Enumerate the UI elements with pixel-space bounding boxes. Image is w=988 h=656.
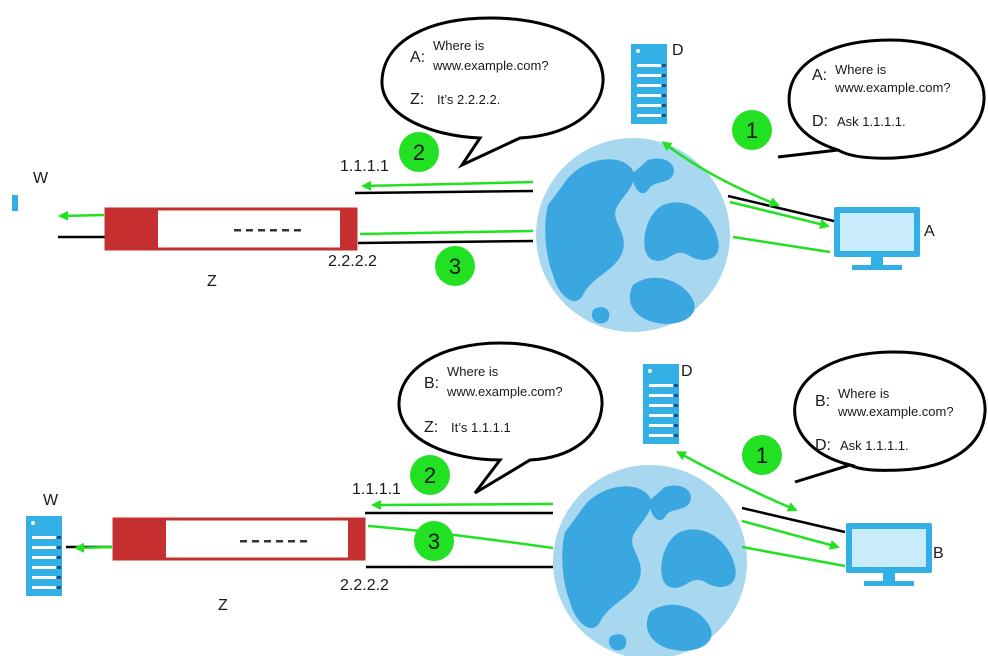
bottom-br-l1-text-b: www.example.com? bbox=[837, 404, 954, 419]
top-firewall-icon bbox=[104, 207, 358, 251]
bottom-right-speech-bubble: B: Where is www.example.com? D: Ask 1.1.… bbox=[793, 350, 987, 484]
bottom-step3-label: 3 bbox=[428, 529, 440, 554]
top-monitor-icon bbox=[834, 207, 920, 270]
top-step3-badge: 3 bbox=[435, 246, 475, 286]
bottom-bl-l1-text-b: www.example.com? bbox=[446, 384, 563, 399]
top-node-w-label: W bbox=[33, 170, 49, 187]
bottom-br-l1-text-a: Where is bbox=[838, 386, 890, 401]
bottom-bl-l2-text: It’s 1.1.1.1 bbox=[451, 420, 511, 435]
bottom-panel: D B Z W 1.1.1.1 2.2.2.2 bbox=[26, 341, 987, 656]
top-ip-lower-label: 2.2.2.2 bbox=[328, 253, 377, 270]
bottom-server-d-icon bbox=[643, 364, 679, 444]
bottom-globe-icon bbox=[553, 465, 747, 656]
bottom-monitor-icon bbox=[846, 523, 932, 586]
bottom-ip-upper-label: 1.1.1.1 bbox=[352, 481, 401, 498]
top-br-l2-speaker: D: bbox=[812, 113, 828, 130]
top-bl-l2-text: It’s 2.2.2.2. bbox=[437, 92, 500, 107]
top-br-l2-text: Ask 1.1.1.1. bbox=[837, 114, 906, 129]
bottom-step2-label: 2 bbox=[424, 463, 436, 488]
bottom-step1-label: 1 bbox=[756, 443, 768, 468]
bottom-br-l1-speaker: B: bbox=[815, 393, 830, 410]
top-step1-label: 1 bbox=[746, 118, 758, 143]
top-arrows bbox=[58, 141, 831, 254]
top-server-w-icon bbox=[12, 195, 18, 211]
top-node-d-label: D bbox=[672, 42, 684, 59]
bottom-node-d-label: D bbox=[681, 363, 693, 380]
bottom-server-w-icon bbox=[26, 516, 62, 596]
top-br-l1-speaker: A: bbox=[812, 67, 827, 84]
top-panel: D A Z W 1.1.1.1 2.2.2.2 bbox=[12, 16, 986, 332]
bottom-node-w-label: W bbox=[43, 492, 59, 509]
bottom-node-client-label: B bbox=[933, 545, 944, 562]
top-bl-l1-text-a: Where is bbox=[433, 38, 485, 53]
bottom-bl-l2-speaker: Z: bbox=[424, 419, 438, 436]
top-ip-upper-label: 1.1.1.1 bbox=[340, 158, 389, 175]
top-step1-badge: 1 bbox=[732, 110, 772, 150]
bottom-step2-badge: 2 bbox=[410, 455, 450, 495]
top-step3-label: 3 bbox=[449, 254, 461, 279]
top-bl-l2-speaker: Z: bbox=[410, 91, 424, 108]
top-node-client-label: A bbox=[924, 223, 935, 240]
top-bl-l1-speaker: A: bbox=[410, 49, 425, 66]
top-step2-label: 2 bbox=[413, 140, 425, 165]
bottom-firewall-icon bbox=[112, 517, 366, 561]
top-right-speech-bubble: A: Where is www.example.com? D: Ask 1.1.… bbox=[777, 38, 986, 160]
top-server-d-icon bbox=[631, 44, 667, 124]
bottom-br-l2-text: Ask 1.1.1.1. bbox=[840, 438, 909, 453]
top-left-speech-bubble: A: Where is www.example.com? Z: It’s 2.2… bbox=[380, 16, 605, 169]
bottom-left-speech-bubble: B: Where is www.example.com? Z: It’s 1.1… bbox=[397, 341, 604, 495]
top-bl-l1-text-b: www.example.com? bbox=[432, 58, 549, 73]
top-step2-badge: 2 bbox=[399, 132, 439, 172]
bottom-node-z-label: Z bbox=[218, 597, 228, 614]
bottom-br-l2-speaker: D: bbox=[815, 437, 831, 454]
bottom-bl-l1-text-a: Where is bbox=[447, 364, 499, 379]
bottom-ip-lower-label: 2.2.2.2 bbox=[340, 577, 389, 594]
bottom-bl-l1-speaker: B: bbox=[424, 375, 439, 392]
bottom-step1-badge: 1 bbox=[742, 435, 782, 475]
top-br-l1-text-a: Where is bbox=[835, 62, 887, 77]
bottom-step3-badge: 3 bbox=[414, 521, 454, 561]
top-br-l1-text-b: www.example.com? bbox=[834, 80, 951, 95]
top-node-z-label: Z bbox=[207, 273, 217, 290]
